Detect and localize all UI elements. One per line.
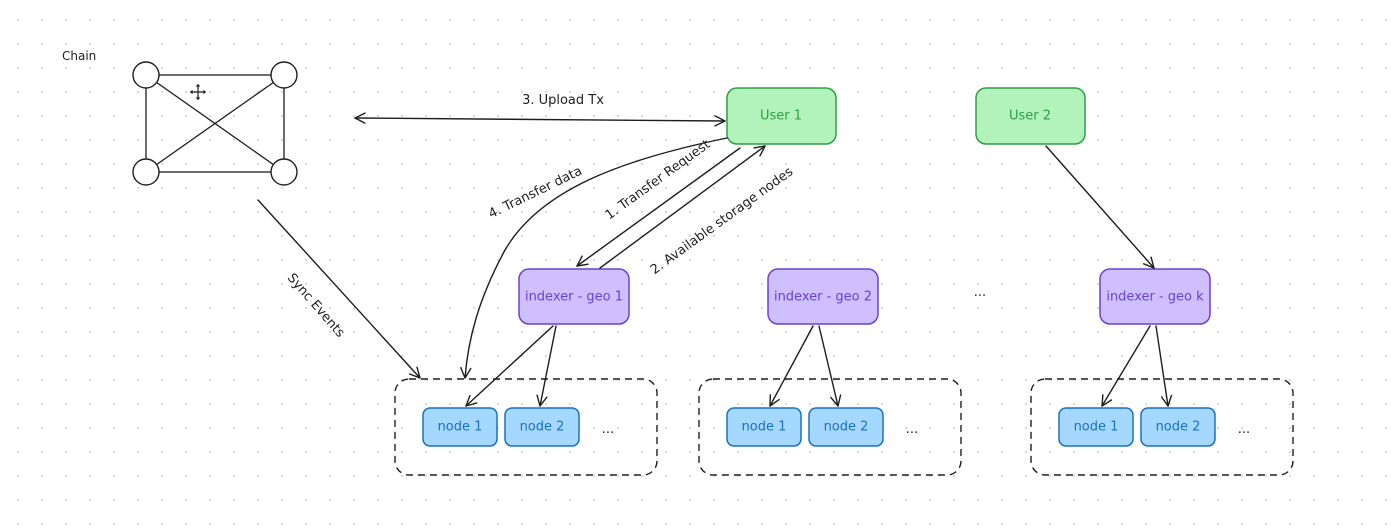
chain-node-circle bbox=[270, 61, 298, 89]
upload-tx-label: 3. Upload Tx bbox=[522, 93, 604, 108]
node-shape bbox=[808, 407, 884, 447]
cluster-border bbox=[698, 378, 962, 476]
cluster-ellipsis: ... bbox=[1238, 422, 1250, 437]
node-1-box[interactable]: node 1 bbox=[1058, 407, 1134, 447]
move-cursor-icon bbox=[188, 82, 208, 102]
node-label: node 2 bbox=[1156, 420, 1201, 435]
storage-cluster-1: node 1 node 2 ... bbox=[394, 378, 658, 476]
storage-cluster-2: node 1 node 2 ... bbox=[698, 378, 962, 476]
transfer-data-arrow bbox=[460, 137, 728, 379]
node-1-box[interactable]: node 1 bbox=[726, 407, 802, 447]
indexer-geo-1-shape bbox=[518, 268, 630, 325]
node-shape bbox=[504, 407, 580, 447]
indexer-geo-2-shape bbox=[767, 268, 879, 325]
node-label: node 1 bbox=[742, 420, 787, 435]
chain-node-circle bbox=[132, 158, 160, 186]
node-2-box[interactable]: node 2 bbox=[504, 407, 580, 447]
user2-indexer-arrow bbox=[1045, 145, 1155, 269]
indexer-geo-k-shape bbox=[1099, 268, 1211, 325]
indexer1-node1-arrow bbox=[465, 325, 554, 407]
indexerk-node1-arrow bbox=[1101, 325, 1151, 407]
node-label: node 2 bbox=[824, 420, 869, 435]
cluster-ellipsis: ... bbox=[602, 422, 614, 437]
user-2-shape bbox=[975, 87, 1086, 145]
node-2-box[interactable]: node 2 bbox=[808, 407, 884, 447]
node-shape bbox=[1140, 407, 1216, 447]
user-2-label: User 2 bbox=[1009, 109, 1051, 124]
cluster-border bbox=[394, 378, 658, 476]
available-nodes-label: 2. Available storage nodes bbox=[648, 164, 796, 278]
user-1-box[interactable]: User 1 bbox=[726, 87, 837, 145]
chain-frame bbox=[145, 74, 285, 173]
node-shape bbox=[422, 407, 498, 447]
indexer-geo-k-label: indexer - geo k bbox=[1106, 290, 1204, 305]
node-1-box[interactable]: node 1 bbox=[422, 407, 498, 447]
indexer-ellipsis: ... bbox=[974, 285, 986, 300]
cluster-border bbox=[1030, 378, 1294, 476]
user-2-box[interactable]: User 2 bbox=[975, 87, 1086, 145]
user-1-shape bbox=[726, 87, 837, 145]
node-label: node 1 bbox=[1074, 420, 1119, 435]
chain-label: Chain bbox=[62, 49, 96, 63]
chain-node-circle bbox=[132, 61, 160, 89]
indexer-geo-2-label: indexer - geo 2 bbox=[774, 290, 872, 305]
indexer-geo-1-box[interactable]: indexer - geo 1 bbox=[518, 268, 630, 325]
indexerk-node2-arrow bbox=[1155, 325, 1173, 407]
indexer2-node1-arrow bbox=[769, 325, 814, 407]
indexer-geo-2-box[interactable]: indexer - geo 2 bbox=[767, 268, 879, 325]
user-1-label: User 1 bbox=[760, 109, 802, 124]
node-shape bbox=[726, 407, 802, 447]
indexer1-node2-arrow bbox=[536, 325, 557, 407]
node-shape bbox=[1058, 407, 1134, 447]
storage-cluster-3: node 1 node 2 ... bbox=[1030, 378, 1294, 476]
indexer-geo-k-box[interactable]: indexer - geo k bbox=[1099, 268, 1211, 325]
indexer2-node2-arrow bbox=[818, 325, 842, 407]
upload-tx-arrow bbox=[354, 112, 726, 127]
node-label: node 1 bbox=[438, 420, 483, 435]
chain-node-circle bbox=[270, 158, 298, 186]
sync-events-arrow bbox=[257, 199, 421, 379]
transfer-request-arrow bbox=[576, 147, 741, 267]
indexer-geo-1-label: indexer - geo 1 bbox=[525, 290, 623, 305]
node-label: node 2 bbox=[520, 420, 565, 435]
chain-diagonal-2 bbox=[145, 74, 285, 173]
sync-events-label: Sync Events bbox=[284, 271, 348, 341]
cluster-ellipsis: ... bbox=[906, 422, 918, 437]
available-nodes-arrow bbox=[599, 145, 766, 269]
node-2-box[interactable]: node 2 bbox=[1140, 407, 1216, 447]
chain-graph bbox=[132, 61, 298, 186]
